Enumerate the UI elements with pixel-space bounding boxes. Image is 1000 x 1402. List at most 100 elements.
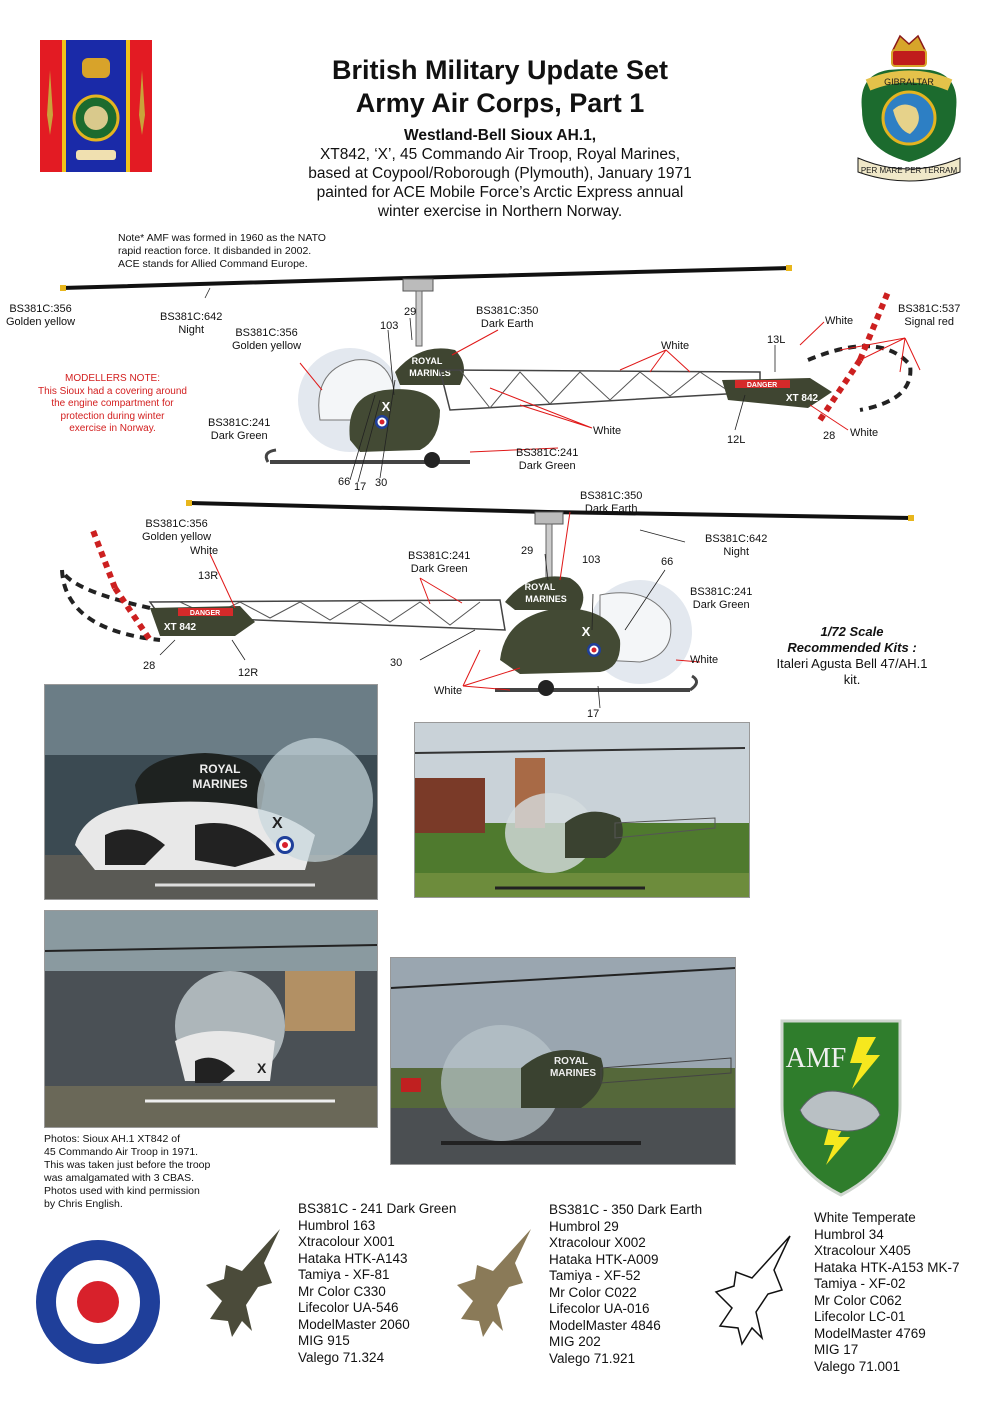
note-line: This Sioux had a covering around bbox=[38, 385, 187, 397]
paint-line: Humbrol 29 bbox=[549, 1218, 619, 1234]
profile-left-side: ROYAL MARINES X DANGER XT 842 bbox=[60, 265, 921, 483]
white-swatch-icon bbox=[714, 1235, 791, 1346]
paint-line: Mr Color C330 bbox=[298, 1283, 386, 1299]
paint-line: Hataka HTK-A009 bbox=[549, 1251, 659, 1267]
top-white-3: White bbox=[593, 425, 622, 437]
paint-line: ModelMaster 2060 bbox=[298, 1316, 410, 1332]
photo-airfield-2: ROYAL MARINES bbox=[390, 957, 736, 1165]
photo-x-text: X bbox=[257, 1060, 267, 1076]
dark-earth-swatch-icon bbox=[457, 1229, 531, 1337]
fuselage-marines-text: MARINES bbox=[525, 594, 567, 604]
paint-list-dark-earth: BS381C - 350 Dark Earth Humbrol 29 Xtrac… bbox=[549, 1202, 702, 1367]
top-white-1: White bbox=[661, 340, 690, 352]
top-num-12l: 12L bbox=[727, 434, 746, 446]
note-line: the engine compartment for bbox=[51, 398, 174, 409]
photo-royal-text: ROYAL bbox=[200, 762, 241, 776]
paint-line: Humbrol 163 bbox=[298, 1217, 376, 1233]
paint-line: MIG 915 bbox=[298, 1333, 350, 1348]
paint-list-white: White Temperate Humbrol 34 Xtracolour X4… bbox=[814, 1210, 960, 1375]
paint-line: BS381C - 350 Dark Earth bbox=[549, 1202, 703, 1217]
photo-x-text: X bbox=[272, 815, 283, 832]
paint-line: Tamiya - XF-52 bbox=[549, 1268, 641, 1283]
paint-line: MIG 17 bbox=[814, 1342, 859, 1357]
serial-text: XT 842 bbox=[786, 393, 819, 404]
desc-line: painted for ACE Mobile Force’s Arctic Ex… bbox=[316, 184, 684, 201]
crest-motto-text: PER MARE PER TERRAM bbox=[861, 166, 958, 175]
recommended-kits: 1/72 Scale Recommended Kits : Italeri Ag… bbox=[752, 624, 952, 688]
caption-line: was amalgamated with 3 CBAS. bbox=[44, 1172, 194, 1184]
royal-marines-flag-icon bbox=[40, 40, 152, 172]
side-num-29: 29 bbox=[521, 545, 534, 557]
photo-royal-text: ROYAL bbox=[554, 1056, 588, 1067]
raf-roundel-icon bbox=[36, 1240, 160, 1364]
kits-scale: 1/72 Scale bbox=[820, 624, 884, 639]
amf-shield-icon: AMF bbox=[780, 1019, 902, 1197]
note-line: ACE stands for Allied Command Europe. bbox=[118, 258, 308, 270]
aircraft-description: XT842, ‘X’, 45 Commando Air Troop, Royal… bbox=[240, 145, 760, 221]
aircraft-name: Westland-Bell Sioux AH.1, bbox=[403, 127, 597, 144]
side-white-3: White bbox=[434, 685, 463, 697]
note-line: Note* AMF was formed in 1960 as the NATO bbox=[118, 232, 326, 244]
paint-line: BS381C - 241 Dark Green bbox=[298, 1201, 457, 1216]
serial-text: XT 842 bbox=[164, 622, 197, 633]
photo-marines-text: MARINES bbox=[550, 1068, 596, 1079]
side-num-103: 103 bbox=[582, 554, 601, 566]
note-line: exercise in Norway. bbox=[69, 423, 156, 434]
top-num-17: 17 bbox=[354, 481, 367, 493]
caption-line: 45 Commando Air Troop in 1971. bbox=[44, 1146, 199, 1158]
paint-line: Xtracolour X001 bbox=[298, 1234, 395, 1249]
kit-name: Italeri Agusta Bell 47/AH.1 bbox=[776, 656, 928, 671]
paint-line: Humbrol 34 bbox=[814, 1226, 884, 1242]
desc-line: winter exercise in Northern Norway. bbox=[377, 203, 623, 220]
danger-text: DANGER bbox=[190, 610, 220, 617]
paint-line: Valego 71.324 bbox=[298, 1349, 385, 1365]
paint-line: MIG 202 bbox=[549, 1334, 601, 1349]
note-line: rapid reaction force. It disbanded in 20… bbox=[118, 245, 312, 257]
caption-line: This was taken just before the troop bbox=[44, 1159, 211, 1171]
code-letter: X bbox=[382, 399, 391, 414]
paint-line: Tamiya - XF-81 bbox=[298, 1267, 390, 1282]
side-num-13r: 13R bbox=[198, 570, 219, 582]
paint-line: Lifecolor LC-01 bbox=[814, 1309, 906, 1324]
side-num-66: 66 bbox=[661, 556, 674, 568]
paint-line: Hataka HTK-A143 bbox=[298, 1250, 408, 1266]
modellers-note-heading: MODELLERS NOTE: bbox=[64, 373, 161, 384]
paint-line: Tamiya - XF-02 bbox=[814, 1276, 906, 1291]
top-white-2: White bbox=[825, 315, 854, 327]
side-num-17: 17 bbox=[587, 708, 600, 720]
paint-line: Hataka HTK-A153 MK-7 bbox=[814, 1259, 960, 1275]
paint-list-dark-green: BS381C - 241 Dark Green Humbrol 163 Xtra… bbox=[298, 1201, 456, 1366]
danger-text: DANGER bbox=[747, 382, 777, 389]
paint-line: Xtracolour X002 bbox=[549, 1235, 646, 1250]
side-num-12r: 12R bbox=[238, 667, 259, 679]
paint-line: Lifecolor UA-546 bbox=[298, 1300, 399, 1315]
desc-line: XT842, ‘X’, 45 Commando Air Troop, Royal… bbox=[319, 146, 681, 163]
kits-heading: Recommended Kits : bbox=[787, 640, 917, 655]
page-subtitle: Army Air Corps, Part 1 bbox=[355, 88, 645, 118]
photo-hangar-1: ROYAL MARINES X bbox=[44, 684, 378, 900]
top-num-13l: 13L bbox=[767, 334, 786, 346]
side-num-30: 30 bbox=[390, 657, 403, 669]
top-white-4: White bbox=[850, 427, 879, 439]
side-num-28: 28 bbox=[143, 660, 156, 672]
paint-line: White Temperate bbox=[814, 1210, 916, 1225]
photo-caption: Photos: Sioux AH.1 XT842 of 45 Commando … bbox=[44, 1133, 210, 1211]
fuselage-marines-text: MARINES bbox=[409, 368, 451, 378]
crest-banner-text: GIBRALTAR bbox=[884, 77, 934, 87]
page-title: British Military Update Set bbox=[331, 55, 669, 85]
paint-line: Mr Color C062 bbox=[814, 1292, 902, 1308]
note-line: protection during winter bbox=[60, 410, 165, 422]
profile-right-side: ROYAL MARINES X DANGER XT 842 bbox=[60, 500, 914, 709]
top-num-103: 103 bbox=[380, 320, 399, 332]
amf-note: Note* AMF was formed in 1960 as the NATO… bbox=[118, 232, 326, 271]
fuselage-royal-text: ROYAL bbox=[525, 582, 556, 592]
kit-name-line2: kit. bbox=[843, 672, 861, 687]
